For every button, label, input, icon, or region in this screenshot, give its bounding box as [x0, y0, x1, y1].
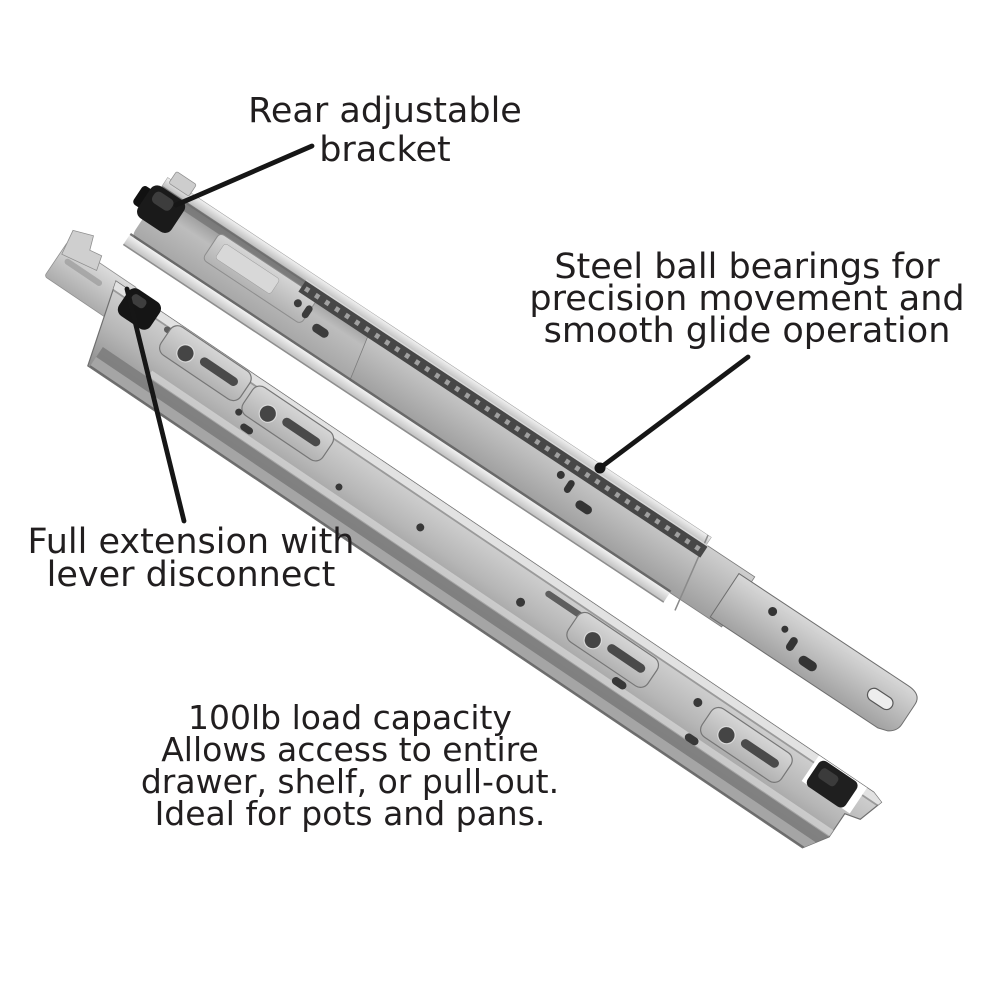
- mounting-holes: [235, 408, 703, 746]
- keyhole-mounting-plates: [159, 325, 793, 783]
- callout-load-capacity: 100lb load capacity Allows access to ent…: [100, 698, 600, 833]
- leader-line-ball-bearings: [597, 354, 751, 471]
- leader-line-rear-bracket: [173, 143, 315, 208]
- leader-lines: [124, 143, 751, 524]
- callout-line: Allows access to entire: [161, 730, 539, 769]
- bottom-flange: [122, 232, 709, 611]
- drawer-member: [709, 572, 918, 732]
- disconnect-lever-rear-end: [806, 760, 858, 808]
- top-flange: [161, 177, 712, 547]
- hook-tab: [61, 229, 103, 272]
- callout-ball-bearings: Steel ball bearings for precision moveme…: [494, 247, 1000, 351]
- callout-line: precision movement and: [529, 279, 965, 319]
- latch-plate: [203, 233, 317, 323]
- mounting-holes: [293, 299, 329, 338]
- callout-line: bracket: [319, 130, 451, 170]
- callout-line: Full extension with: [27, 522, 355, 562]
- front-slide: [45, 229, 884, 860]
- leader-line-lever-disconnect: [124, 286, 187, 524]
- mounting-holes: [768, 606, 817, 672]
- callout-full-extension: Full extension with lever disconnect: [15, 522, 367, 595]
- callout-line: 100lb load capacity: [188, 698, 512, 737]
- front-slide-details: [89, 281, 884, 860]
- callout-line: smooth glide operation: [543, 311, 951, 351]
- leader-dot-ball-bearings: [594, 462, 606, 474]
- rear-slot: [866, 687, 894, 711]
- callout-line: Rear adjustable: [248, 91, 522, 131]
- callout-line: Steel ball bearings for: [554, 247, 940, 287]
- ball-bearing-track: [298, 279, 709, 558]
- callout-line: lever disconnect: [46, 555, 336, 595]
- rail-tip-tab: [169, 171, 197, 196]
- callout-line: Ideal for pots and pans.: [154, 794, 546, 833]
- callout-rear-bracket: Rear adjustable bracket: [185, 92, 585, 170]
- callout-line: drawer, shelf, or pull-out.: [140, 762, 560, 801]
- rear-adjustable-bracket: [133, 185, 186, 233]
- rear-slide: [122, 171, 918, 732]
- mounting-holes: [556, 470, 592, 515]
